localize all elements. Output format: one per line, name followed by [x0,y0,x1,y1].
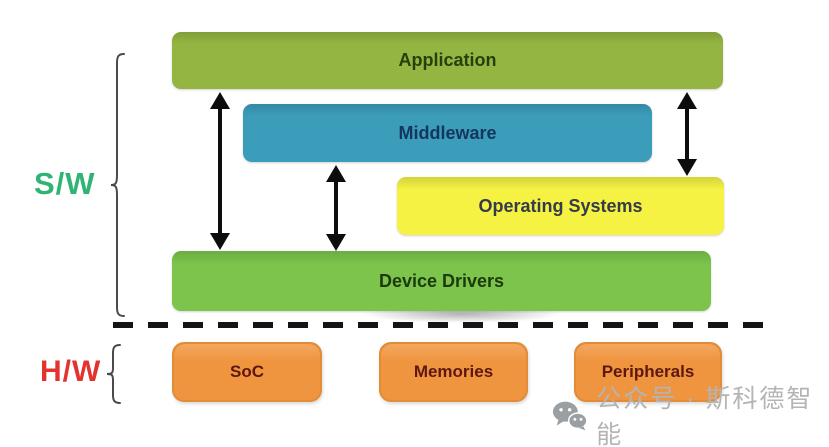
hw-box-peripherals-label: Peripherals [601,362,695,381]
layer-device-drivers-label: Device Drivers [378,270,505,291]
sw-hw-divider [113,322,763,328]
wechat-icon [552,401,588,430]
watermark-text: 公众号 · 斯科德智能 [596,385,814,447]
arrow-middleware-device-drivers [326,165,346,251]
hw-box-memories: Memories [379,342,528,402]
layer-operating-systems-label: Operating Systems [478,195,643,216]
arrow-application-device-drivers [210,92,230,250]
arrow-application-operating-systems [677,92,697,176]
layer-operating-systems: Operating Systems [397,177,724,235]
layer-middleware-label: Middleware [398,122,497,143]
watermark: 公众号 · 斯科德智能 [552,385,829,447]
hw-box-peripherals: Peripherals [574,342,722,402]
software-label: S/W [34,166,96,201]
hw-box-soc-label: SoC [230,362,264,381]
layer-application-label: Application [398,50,497,70]
software-bracket [110,53,125,317]
layer-device-drivers: Device Drivers [172,251,711,311]
hardware-bracket [106,344,121,404]
hardware-label: H/W [40,355,102,388]
hw-box-soc: SoC [172,342,322,402]
layer-application: Application [172,32,723,89]
layer-middleware: Middleware [243,104,652,162]
hw-box-memories-label: Memories [413,362,494,381]
